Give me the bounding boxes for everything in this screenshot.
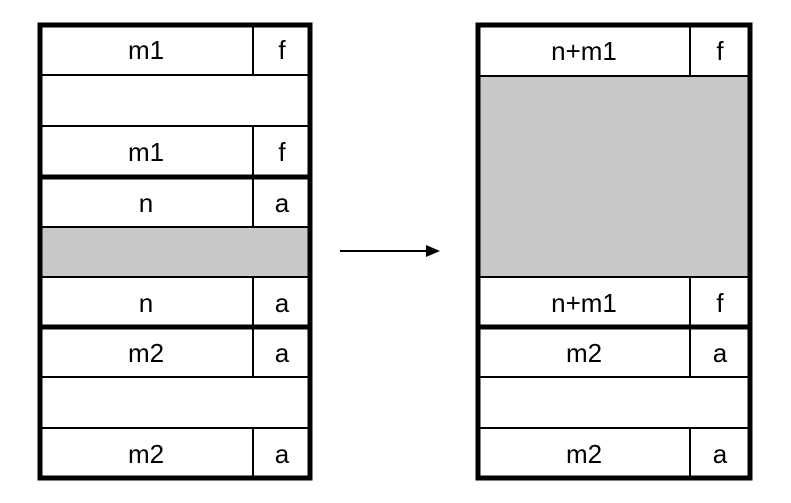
after-block-2-footer-size: m2 — [566, 439, 602, 469]
before-block-2-footer-status: a — [275, 288, 290, 318]
before-block-2-footer — [39, 276, 311, 328]
before-heap: m1 f m1 f n a n a m2 a — [37, 22, 313, 481]
before-block-3-header — [39, 326, 311, 378]
after-block-1-footer-status: f — [716, 288, 724, 318]
before-block-1: m1 f m1 f — [39, 24, 311, 178]
after-block-1: n+m1 f n+m1 f — [477, 24, 751, 328]
before-block-2-header-size: n — [139, 188, 153, 218]
before-block-2: n a n a — [39, 176, 311, 328]
after-block-1-footer — [477, 276, 751, 328]
after-heap-frame — [475, 22, 753, 481]
before-block-2-header — [39, 176, 311, 228]
after-block-2-header-size: m2 — [566, 338, 602, 368]
before-block-3-footer-status: a — [275, 439, 290, 469]
before-block-1-footer — [39, 125, 311, 178]
after-block-2-footer — [477, 427, 751, 479]
before-block-3-footer — [39, 427, 311, 479]
before-block-3: m2 a m2 a — [39, 326, 311, 479]
after-block-1-footer-size: n+m1 — [551, 288, 617, 318]
arrowhead-icon — [426, 245, 440, 257]
transition-arrow — [340, 245, 440, 257]
before-block-2-payload — [39, 226, 311, 278]
before-block-3-header-size: m2 — [128, 338, 164, 368]
before-block-1-footer-size: m1 — [128, 137, 164, 167]
before-block-1-header — [39, 24, 311, 76]
after-block-2-header — [477, 326, 751, 378]
after-block-1-header-status: f — [716, 36, 724, 66]
before-block-3-header-status: a — [275, 338, 290, 368]
after-block-1-payload — [477, 75, 751, 278]
before-block-1-header-status: f — [278, 35, 286, 65]
after-block-1-header-size: n+m1 — [551, 36, 617, 66]
after-block-2: m2 a m2 a — [477, 326, 751, 479]
after-block-2-payload — [477, 376, 751, 429]
before-block-1-header-size: m1 — [128, 35, 164, 65]
before-block-2-footer-size: n — [139, 288, 153, 318]
before-heap-frame — [37, 22, 313, 481]
before-block-1-footer-status: f — [278, 137, 286, 167]
before-block-3-payload — [39, 376, 311, 429]
before-block-2-header-status: a — [275, 188, 290, 218]
after-block-2-header-status: a — [713, 338, 728, 368]
after-heap: n+m1 f n+m1 f m2 a m2 a — [475, 22, 753, 481]
before-block-1-payload — [39, 74, 311, 127]
after-block-2-footer-status: a — [713, 439, 728, 469]
before-block-3-footer-size: m2 — [128, 439, 164, 469]
